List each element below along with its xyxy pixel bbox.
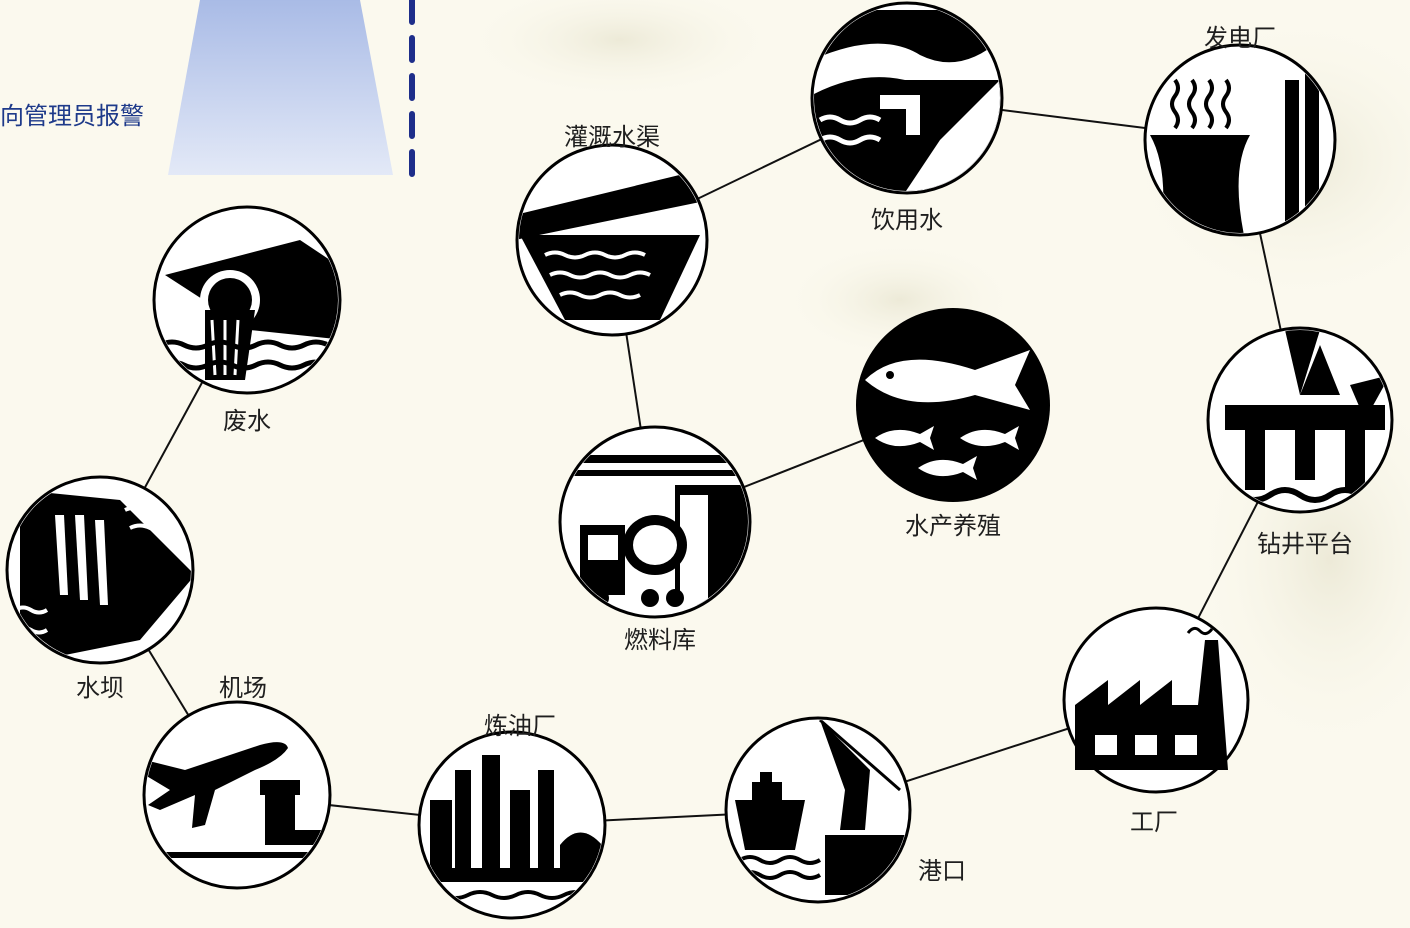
- label-drinking-water: 饮用水: [871, 206, 943, 234]
- node-drinking-water[interactable]: [810, 1, 1004, 200]
- node-irrigation[interactable]: [515, 143, 710, 337]
- refinery-icon: [421, 755, 603, 900]
- airplane-icon: [146, 742, 328, 858]
- node-dam[interactable]: [5, 475, 195, 665]
- label-fuel-depot: 燃料库: [624, 626, 696, 654]
- label-dam: 水坝: [76, 674, 124, 702]
- drinking-water-icon: [814, 10, 1000, 191]
- label-wastewater: 废水: [223, 407, 271, 435]
- dam-icon: [13, 490, 191, 660]
- label-port: 港口: [918, 857, 966, 885]
- label-aquaculture: 水产养殖: [905, 512, 1001, 540]
- node-factory[interactable]: [1062, 606, 1250, 794]
- node-port[interactable]: [724, 716, 915, 904]
- wastewater-pipe-icon: [158, 240, 338, 380]
- label-irrigation: 灌溉水渠: [564, 123, 660, 151]
- label-power-plant: 发电厂: [1204, 24, 1276, 52]
- node-airport[interactable]: [140, 700, 340, 890]
- node-power-plant[interactable]: [1143, 43, 1337, 240]
- label-refinery: 炼油厂: [484, 712, 556, 740]
- fish-icon: [865, 350, 1030, 480]
- alert-panel: [168, 0, 393, 175]
- label-drilling: 钻井平台: [1257, 530, 1353, 558]
- irrigation-canal-icon: [519, 170, 705, 320]
- oil-rig-icon: [1210, 330, 1390, 503]
- factory-icon: [1075, 626, 1228, 770]
- label-factory: 工厂: [1130, 808, 1178, 836]
- node-drilling[interactable]: [1206, 326, 1394, 514]
- node-wastewater[interactable]: [152, 205, 345, 395]
- node-aquaculture[interactable]: [856, 308, 1050, 502]
- alert-admin-text: 向管理员报警: [0, 102, 144, 130]
- label-airport: 机场: [219, 674, 267, 702]
- node-refinery[interactable]: [417, 730, 612, 920]
- node-fuel-depot[interactable]: [558, 425, 752, 619]
